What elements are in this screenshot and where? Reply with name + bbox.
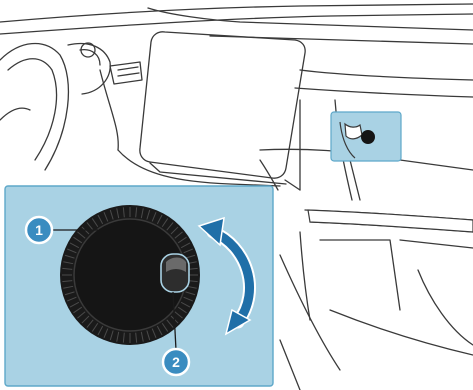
callout-2-label: 2 xyxy=(172,354,180,370)
dash-panel-line-2 xyxy=(295,88,473,97)
location-knob-dot xyxy=(361,130,375,144)
display-base-edge xyxy=(150,163,286,184)
dash-panel-line xyxy=(300,70,473,80)
floor-corner xyxy=(280,340,300,390)
dashboard-trim-line xyxy=(148,8,473,30)
rotary-knob-icon xyxy=(60,205,200,345)
glovebox-bar xyxy=(308,210,473,232)
lower-panel xyxy=(320,240,400,310)
center-console-line xyxy=(100,70,118,150)
floor-line-2 xyxy=(330,310,473,355)
floor-line xyxy=(280,255,340,370)
steering-wheel-outline xyxy=(0,44,68,170)
callout-1-label: 1 xyxy=(35,222,43,238)
knob-location-highlight xyxy=(331,112,401,161)
vent-slat xyxy=(118,67,138,70)
detail-inset: 1 2 xyxy=(5,186,273,386)
wheel-spoke xyxy=(0,108,30,120)
callout-2: 2 xyxy=(163,349,189,375)
vent-slat-2 xyxy=(118,73,139,76)
dash-lower-right xyxy=(400,240,473,248)
dash-corner xyxy=(285,180,300,190)
callout-1: 1 xyxy=(26,217,52,243)
center-display-screen xyxy=(140,32,305,178)
seat-curve xyxy=(418,270,473,345)
dashboard-second-edge xyxy=(0,14,473,34)
glovebox-edge xyxy=(350,160,360,200)
